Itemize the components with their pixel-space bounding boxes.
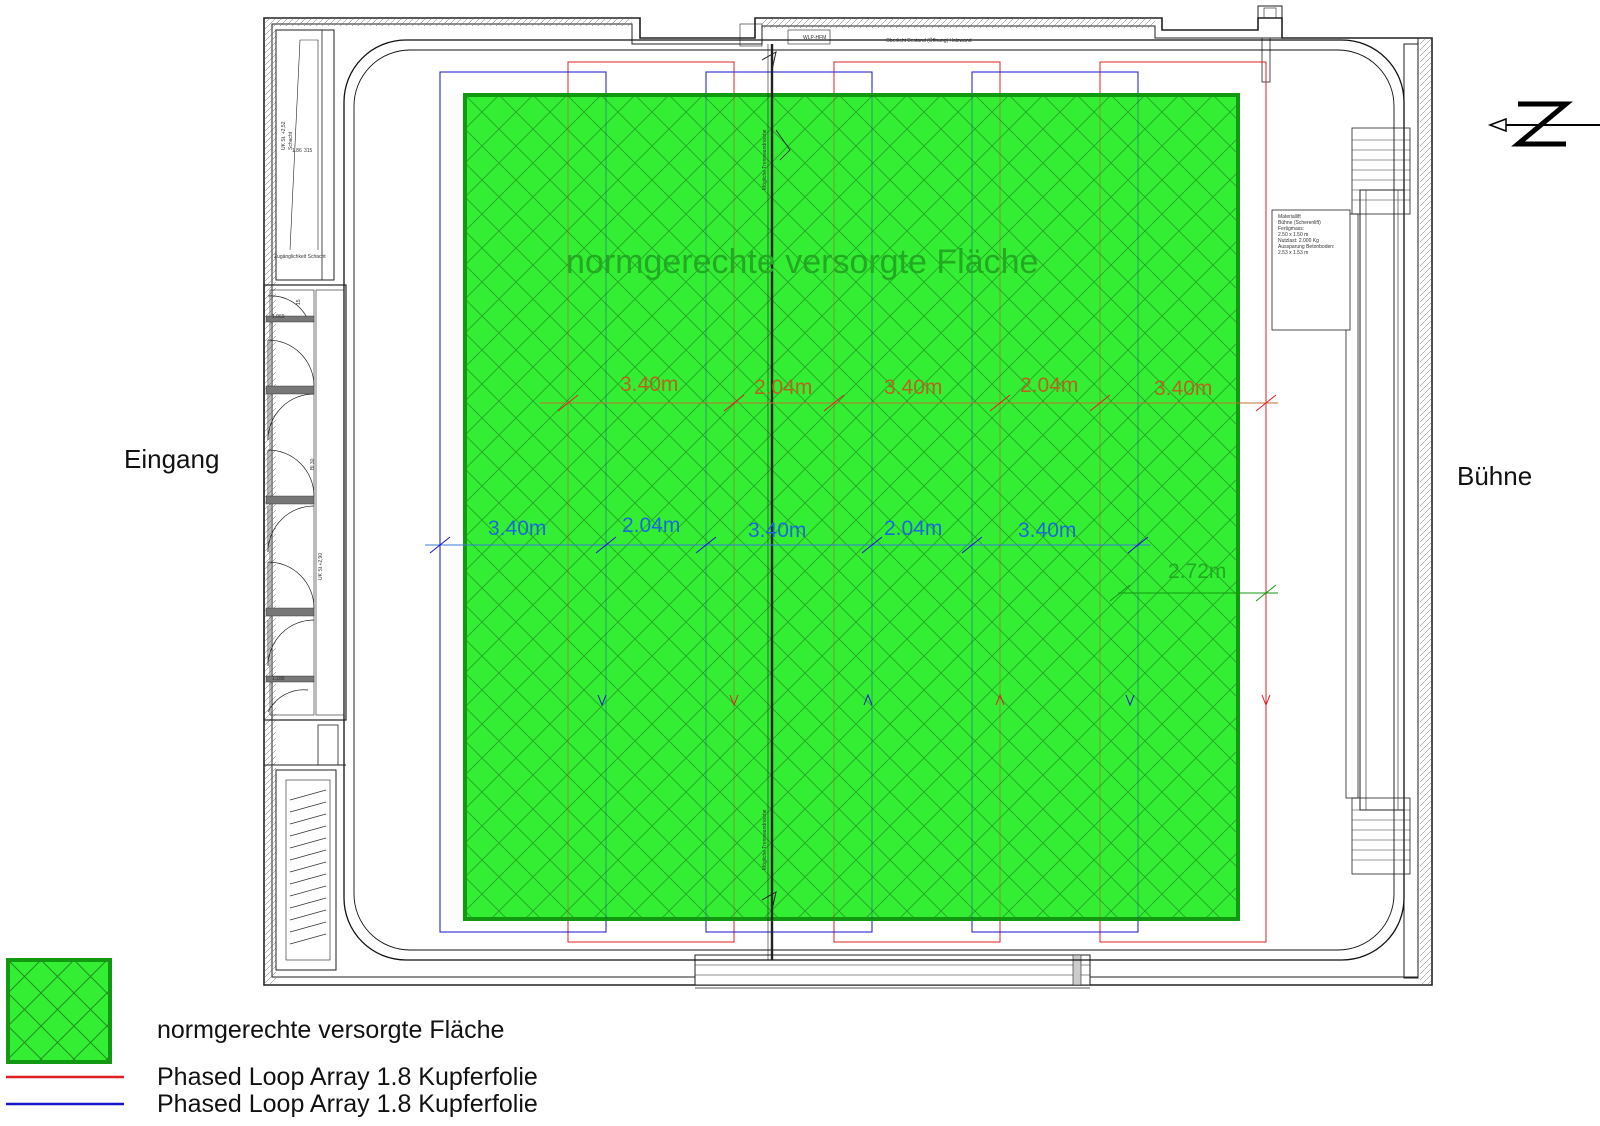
- svg-text:Bl 30: Bl 30: [310, 458, 316, 470]
- svg-text:Aussparung Betonboden:: Aussparung Betonboden:: [1278, 244, 1334, 250]
- entrance-label: Eingang: [124, 444, 219, 474]
- svg-text:Bühne (Scherenlift): Bühne (Scherenlift): [1278, 220, 1321, 226]
- svg-text:Nutzlast: 2.000 Kg: Nutzlast: 2.000 Kg: [1278, 238, 1319, 244]
- legend-area-label: normgerechte versorgte Fläche: [157, 1016, 504, 1044]
- blue-dim-4: 2.04m: [884, 517, 942, 540]
- green-dimension-line: [1109, 584, 1278, 602]
- svg-text:15: 15: [296, 299, 302, 305]
- red-dim-4: 2.04m: [1020, 374, 1078, 397]
- red-dimension-line: [540, 394, 1278, 412]
- legend-red-label: Phased Loop Array 1.8 Kupferfolie: [157, 1063, 538, 1091]
- legend-area-hatch: [8, 960, 110, 1062]
- svg-text:UK St +2,90: UK St +2,90: [318, 553, 324, 580]
- svg-text:2.50 x 1.50 m: 2.50 x 1.50 m: [1278, 232, 1308, 238]
- blue-dim-2: 2.04m: [622, 514, 680, 537]
- stage-lift-info-text: Materiallift Bühne (Scherenlift) Fertigm…: [1278, 214, 1334, 256]
- green-offset-label: 2.72m: [1168, 560, 1226, 583]
- svg-text:Materiallift: Materiallift: [1278, 214, 1301, 220]
- loop-wires-over-area: [567, 95, 1267, 919]
- area-title: normgerechte versorgte Fläche: [566, 243, 1038, 281]
- blue-dimension-line: [425, 536, 1150, 554]
- svg-text:1.86: 1.86: [292, 148, 302, 154]
- svg-text:WLP-HFM: WLP-HFM: [803, 35, 826, 41]
- blue-dim-1: 3.40m: [488, 517, 546, 540]
- stage-stairs: [1345, 127, 1411, 875]
- legend-blue-label: Phased Loop Array 1.8 Kupferfolie: [157, 1090, 538, 1118]
- served-area-hatch: [465, 95, 1238, 919]
- stage-label: Bühne: [1457, 461, 1532, 491]
- wall-annotations: WLP-HFM Oberlicht Bestand (Öffnung) Holz…: [272, 35, 972, 682]
- svg-text:UK St. +2,52: UK St. +2,52: [281, 121, 287, 150]
- loop-direction-arrows: [597, 693, 1271, 707]
- blue-dim-3: 3.40m: [748, 519, 806, 542]
- stage-lift-info-box: [1271, 209, 1351, 331]
- svg-text:Fertigmass:: Fertigmass:: [1278, 226, 1304, 232]
- svg-text:1.188: 1.188: [272, 676, 285, 682]
- red-dim-2: 2.04m: [754, 376, 812, 399]
- partition-note-top: Mögliche Trennwandnische: [762, 129, 768, 190]
- blue-dimension-labels: 3.40m 2.04m 3.40m 2.04m 3.40m: [488, 514, 1076, 542]
- partition-note-bottom: Mögliche Trennwandnische: [762, 809, 768, 870]
- north-arrow-icon: [1487, 101, 1600, 147]
- svg-text:2.53 x 1.53 m: 2.53 x 1.53 m: [1278, 250, 1308, 256]
- svg-text:Zugänglichkeit Schacht: Zugänglichkeit Schacht: [274, 254, 326, 260]
- blue-dim-5: 3.40m: [1018, 519, 1076, 542]
- svg-text:1.069: 1.069: [272, 314, 285, 320]
- svg-text:Oberlicht Bestand (Öffnung) Ho: Oberlicht Bestand (Öffnung) Holzwand: [886, 37, 972, 44]
- red-dim-3: 3.40m: [884, 376, 942, 399]
- stage-stair-treads: [1352, 139, 1410, 861]
- entrance-structure: [263, 29, 347, 971]
- partition-cable: [761, 44, 791, 960]
- red-dim-1: 3.40m: [620, 373, 678, 396]
- svg-text:315: 315: [304, 148, 313, 154]
- red-dim-5: 3.40m: [1154, 377, 1212, 400]
- entrance-stair-treads: [289, 789, 327, 945]
- red-dimension-labels: 3.40m 2.04m 3.40m 2.04m 3.40m: [620, 373, 1212, 400]
- svg-text:Schacht: Schacht: [288, 131, 294, 150]
